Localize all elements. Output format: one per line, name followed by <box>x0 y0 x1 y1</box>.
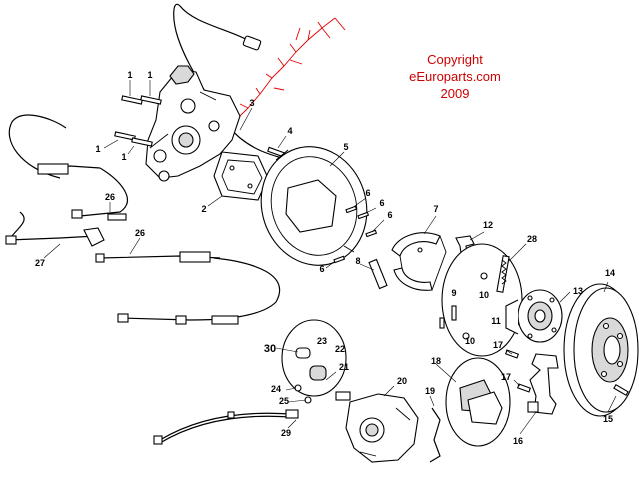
brake-caliper <box>335 391 419 463</box>
screw-15 <box>613 384 629 396</box>
backing-plate <box>260 146 368 266</box>
callout-1: 1 <box>127 70 132 80</box>
callout-5: 5 <box>343 142 348 152</box>
callout-18: 18 <box>431 356 441 366</box>
callout-12: 12 <box>483 220 493 230</box>
brake-rotor <box>563 283 639 417</box>
hardware-kit-panel <box>439 243 523 357</box>
callout-1: 1 <box>121 152 126 162</box>
callout-30: 30 <box>264 343 276 355</box>
callout-22: 22 <box>335 344 345 354</box>
callout-13: 13 <box>573 286 583 296</box>
callout-11: 11 <box>491 316 501 326</box>
parking-brake-shoes <box>391 232 447 291</box>
callout-3: 3 <box>249 98 254 108</box>
callouts: 1 1 1 1 2 3 4 5 6 6 6 6 7 8 9 10 10 11 1… <box>35 70 615 446</box>
leader-lines <box>43 80 617 435</box>
screws-6 <box>333 205 378 264</box>
callout-1: 1 <box>95 144 100 154</box>
callout-27: 27 <box>35 258 45 268</box>
piston-kit-panel <box>281 319 347 397</box>
callout-2: 2 <box>201 204 206 214</box>
bolt-17b <box>516 383 532 393</box>
callout-17: 17 <box>501 372 511 382</box>
brake-hose <box>153 409 299 445</box>
callout-17: 17 <box>493 340 503 350</box>
callout-10: 10 <box>479 290 489 300</box>
callout-28: 28 <box>527 234 537 244</box>
callout-29: 29 <box>281 428 291 438</box>
callout-6: 6 <box>319 264 324 274</box>
callout-14: 14 <box>605 268 615 278</box>
callout-20: 20 <box>397 376 407 386</box>
callout-1: 1 <box>147 70 152 80</box>
callout-15: 15 <box>603 414 613 424</box>
copyright-line-1: Copyright <box>427 52 483 67</box>
callout-6: 6 <box>387 210 392 220</box>
callout-19: 19 <box>425 386 435 396</box>
caliper-bracket <box>527 353 559 415</box>
callout-24: 24 <box>271 384 281 394</box>
parking-brake-cables <box>5 114 281 325</box>
callout-6: 6 <box>365 188 370 198</box>
bolt-set-1 <box>114 95 162 147</box>
callout-9: 9 <box>451 288 456 298</box>
clip-19 <box>429 407 441 463</box>
adjuster-8 <box>368 258 388 290</box>
brake-pads-panel <box>445 357 511 447</box>
callout-4: 4 <box>287 126 292 136</box>
gasket-plate <box>213 151 269 201</box>
callout-16: 16 <box>513 436 523 446</box>
callout-10: 10 <box>465 336 475 346</box>
wheel-hub <box>505 289 563 343</box>
callout-7: 7 <box>433 204 438 214</box>
callout-6: 6 <box>379 198 384 208</box>
callout-26: 26 <box>135 228 145 238</box>
copyright-line-3: 2009 <box>441 86 470 101</box>
callout-26: 26 <box>105 192 115 202</box>
callout-23: 23 <box>317 336 327 346</box>
brake-carrier-housing <box>145 65 241 182</box>
callout-8: 8 <box>355 256 360 266</box>
copyright-line-2: eEuroparts.com <box>409 69 501 84</box>
callout-21: 21 <box>339 362 349 372</box>
callout-25: 25 <box>279 396 289 406</box>
